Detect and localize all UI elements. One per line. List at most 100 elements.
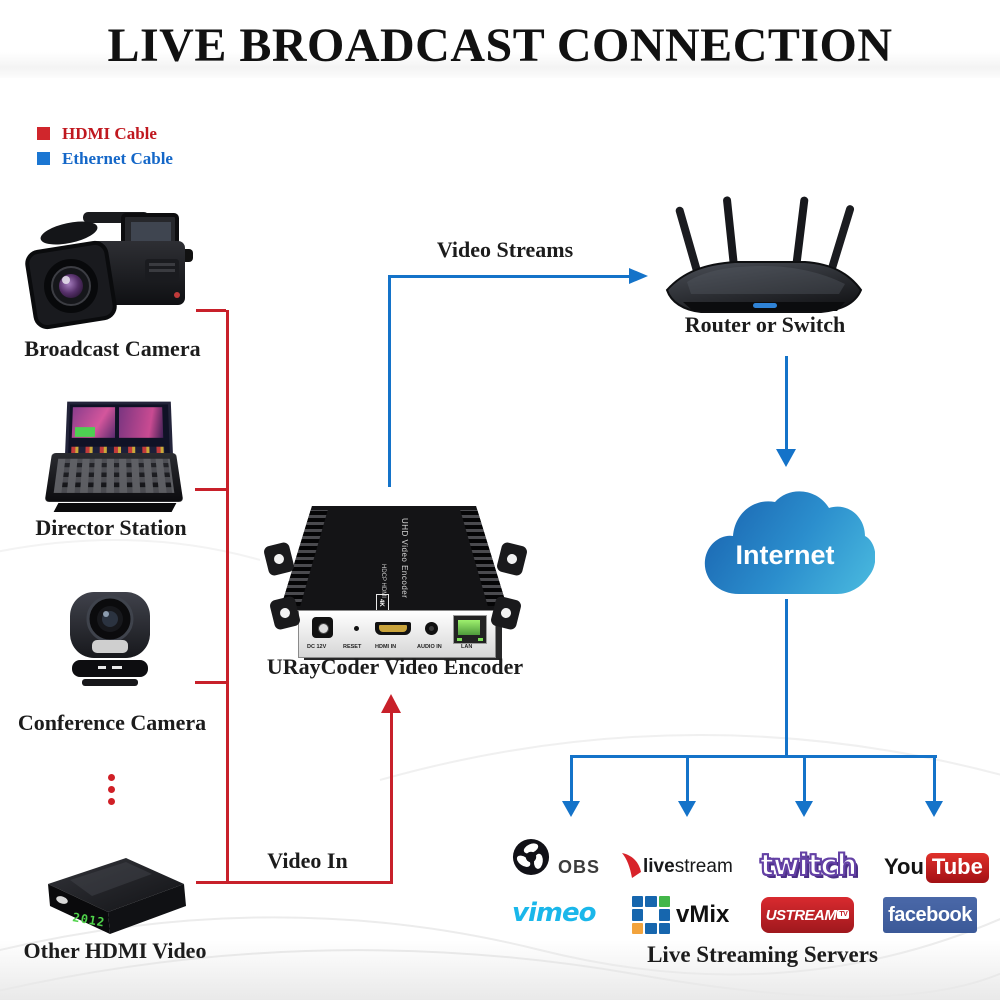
lan-led [457,638,462,641]
lan-led [478,638,483,641]
encoder-top-text: UHD Video Encoder [400,518,409,599]
screw-hole [499,606,513,620]
conference-camera-image [60,588,160,702]
router-icon [665,196,863,313]
mounting-ear [262,541,296,577]
hdmi-stub-director-station [195,488,226,491]
internet-cloud: Internet [697,480,876,602]
facebook-logo: facebook [883,897,977,933]
video-in-label: Video In [267,848,348,873]
hdmi-in-port [375,622,411,635]
hdmi-in-label: HDMI IN [375,644,397,650]
vmix-tile [632,896,644,908]
livestream-icon [620,851,642,881]
ustream-tv-badge: TV [837,909,850,919]
server-arrowhead-2 [678,801,696,817]
conference-camera-label: Conference Camera [17,710,207,735]
encoder-label: URayCoder Video Encoder [266,654,524,679]
director-station-base [53,503,177,512]
video-streams-label: Video Streams [436,237,574,262]
servers-branch-line [570,755,937,758]
youtube-tube-badge: Tube [925,853,989,883]
4k-badge: 4K [376,594,389,610]
ellipsis-dot [108,774,115,781]
vmix-tile [658,909,670,921]
youtube-you-text: You [884,854,924,879]
hdmi-bus-line [226,310,229,884]
ellipsis-dot [108,786,115,793]
vmix-tile [632,909,644,921]
vmix-label: vMix [676,901,730,928]
audio-in-label: AUDIO IN [417,644,442,650]
router-to-internet-arrowhead [776,449,796,467]
audio-in-port [425,622,438,635]
vmix-tile [658,922,670,934]
vmix-tile [645,909,657,921]
reset-label: RESET [343,644,362,650]
director-station-label: Director Station [35,515,187,540]
server-arrowhead-1 [562,801,580,817]
livestream-label-light: stream [674,856,733,877]
live-streaming-servers-label: Live Streaming Servers [647,942,878,967]
legend-ethernet-swatch [37,152,50,165]
obs-label: OBS [558,857,601,877]
router-image [653,190,875,328]
livestream-mark [622,853,641,878]
encoder-image: UHD Video Encoder HDCP HDMI 4K DC 12V RE… [262,498,529,658]
background-bottom-shade [0,940,1000,1000]
screw-hole [272,552,286,566]
switcher-buttons [53,458,175,493]
video-in-arrow-line [390,712,393,884]
vimeo-logo: vimeo [512,898,596,928]
audio-jack-hole [429,626,434,631]
video-thumbnail [119,407,164,438]
director-station-image [44,400,184,518]
obs-icon [512,838,550,876]
lan-label: LAN [461,644,473,650]
broadcast-camera-image [25,203,197,338]
router-to-internet-line [785,356,788,450]
ethernet-encoder-up-line [388,277,391,487]
conference-camera-icon [70,592,150,686]
reset-hole [354,626,359,631]
screw-hole [278,606,292,620]
hdmi-contacts [379,625,407,632]
other-hdmi-video-image: 2012 [28,848,193,943]
set-top-box-icon: 2012 [48,858,186,934]
server-drop-line-3 [803,755,806,803]
legend-hdmi-label: HDMI Cable [62,124,157,143]
broadcast-camera-icon [25,212,193,330]
facebook-text: facebook [888,903,972,926]
ethernet-to-router-line [388,275,630,278]
vmix-tile [645,922,657,934]
vmix-icon [632,896,670,934]
lan-connector [458,620,480,635]
encoder-top-face: UHD Video Encoder HDCP HDMI 4K [280,506,508,610]
background-band [0,52,1000,78]
dc-power-port [312,617,333,638]
router-label: Router or Switch [684,312,846,337]
internet-label: Internet [735,540,834,570]
server-drop-line-2 [686,755,689,803]
legend-hdmi-swatch [37,127,50,140]
livestream-label-bold: live [643,856,675,877]
director-station-deck [44,453,184,502]
obs-logo-mark [512,838,550,876]
vmix-tile [632,922,644,934]
ustream-text: USTREAM [765,906,837,924]
hdmi-stub-conference-camera [195,681,226,684]
set-top-box-display: 2012 [71,910,106,930]
video-streams-arrowhead [629,268,648,284]
video-overlay [74,427,96,437]
screw-hole [505,552,519,566]
page-title: LIVE BROADCAST CONNECTION [107,19,893,72]
other-hdmi-video-label: Other HDMI Video [23,938,207,963]
encoder-front-panel: DC 12V RESET HDMI IN AUDIO IN LAN [298,610,496,658]
internet-to-servers-line [785,599,788,757]
hdcp-hdmi-badge: HDCP HDMI [380,564,386,598]
server-arrowhead-3 [795,801,813,817]
server-drop-line-1 [570,755,573,803]
